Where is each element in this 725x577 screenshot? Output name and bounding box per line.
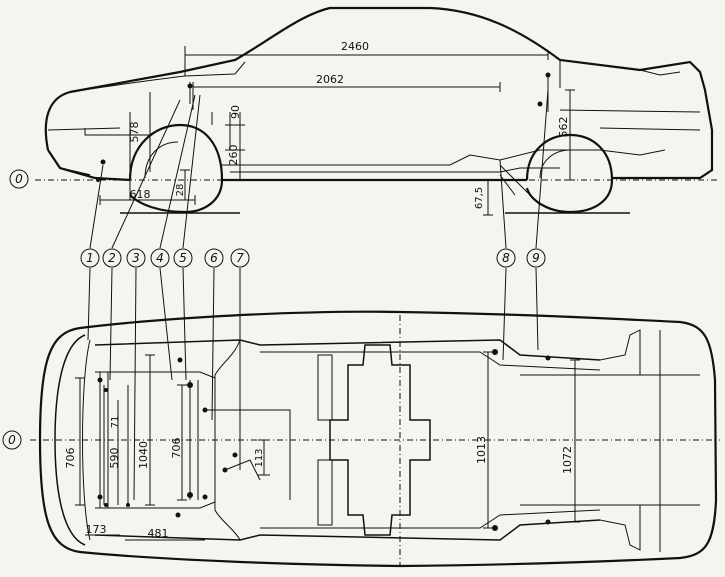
datum-callout-plan bbox=[2, 430, 22, 450]
dim-578: 578 bbox=[128, 122, 141, 143]
transmission-tunnel bbox=[329, 344, 431, 536]
svg-text:7: 7 bbox=[236, 251, 244, 265]
svg-text:8: 8 bbox=[502, 251, 510, 265]
callout-5: 5 bbox=[173, 248, 193, 268]
svg-text:6: 6 bbox=[210, 251, 218, 265]
dim-562: 562 bbox=[557, 117, 570, 138]
dim-67-5: 67,5 bbox=[474, 187, 485, 209]
svg-text:5: 5 bbox=[179, 251, 187, 265]
dim-1072: 1072 bbox=[561, 446, 574, 474]
dim-1013: 1013 bbox=[475, 436, 488, 464]
front-wheel bbox=[128, 123, 224, 214]
dim-28: 28 bbox=[175, 184, 186, 197]
dim-2062: 2062 bbox=[316, 73, 344, 86]
svg-text:4: 4 bbox=[156, 251, 164, 265]
svg-text:2: 2 bbox=[108, 251, 116, 265]
side-body-outline bbox=[44, 6, 714, 182]
dim-618: 618 bbox=[130, 188, 151, 201]
callout-7: 7 bbox=[230, 248, 250, 268]
dim-113: 113 bbox=[254, 448, 265, 467]
callout-6: 6 bbox=[204, 248, 224, 268]
side-view: 0 2460 2062 562 578 90 260 618 28 67,5 bbox=[9, 6, 720, 216]
dim-1040: 1040 bbox=[137, 441, 150, 469]
dim-590: 590 bbox=[108, 448, 121, 469]
point-callouts: 1 2 3 4 5 6 7 8 9 bbox=[80, 89, 549, 501]
svg-text:3: 3 bbox=[132, 251, 140, 265]
callout-9: 9 bbox=[526, 248, 546, 268]
callout-4: 4 bbox=[150, 248, 170, 268]
callout-2: 2 bbox=[102, 248, 122, 268]
plan-body-outline bbox=[38, 310, 718, 568]
dim-173: 173 bbox=[86, 523, 107, 536]
dim-260: 260 bbox=[227, 145, 240, 166]
datum-callout-side bbox=[9, 169, 29, 189]
dim-481: 481 bbox=[148, 527, 169, 540]
svg-text:9: 9 bbox=[532, 251, 540, 265]
datum-label-plan: 0 bbox=[8, 433, 16, 447]
svg-text:1: 1 bbox=[86, 251, 94, 265]
datum-label-side: 0 bbox=[15, 172, 23, 186]
plan-view: 0 706 590 71 1040 706 113 1013 1072 173 … bbox=[2, 310, 720, 568]
dim-90: 90 bbox=[229, 105, 242, 119]
dim-71: 71 bbox=[110, 416, 121, 429]
dim-2460: 2460 bbox=[341, 40, 369, 53]
callout-1: 1 bbox=[80, 248, 100, 268]
callout-8: 8 bbox=[496, 248, 516, 268]
callout-3: 3 bbox=[126, 248, 146, 268]
dim-706-rear: 706 bbox=[170, 438, 183, 459]
dim-706-front: 706 bbox=[64, 448, 77, 469]
